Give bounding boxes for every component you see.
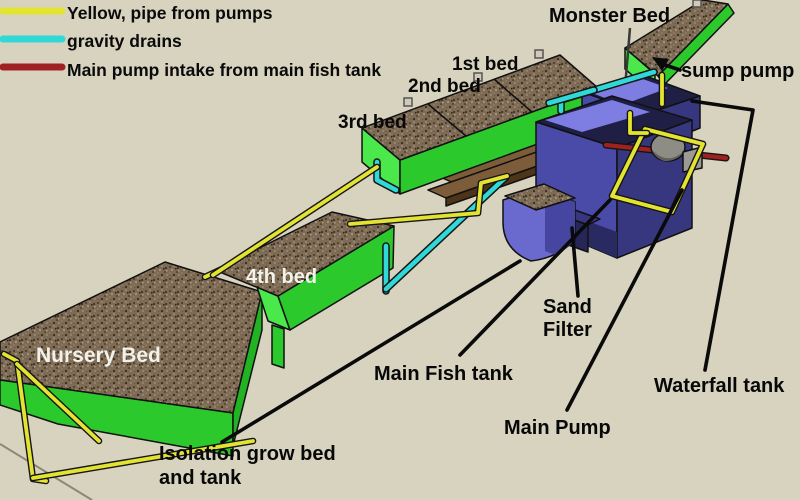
bed-brackets	[403, 0, 702, 107]
waterfall-tank-leader-line	[690, 99, 755, 372]
bed-1-label: 1st bed	[452, 54, 519, 75]
ground-edge-line	[0, 443, 93, 500]
isolation-leader-line	[220, 259, 522, 444]
gravity-drain-1st-bed	[546, 87, 597, 106]
monster-bed-label: Monster Bed	[549, 5, 670, 27]
pump-pipe-feed	[628, 111, 649, 135]
main-tank-inner-wall	[545, 100, 650, 132]
legend: Yellow, pipe from pumps gravity drains M…	[0, 3, 381, 80]
main-pump-shadow	[652, 150, 684, 162]
bed-divider-2-1	[493, 78, 533, 113]
pump-pipe-ground-run-left	[31, 439, 255, 480]
bracket-icon	[473, 72, 483, 82]
bed-4-label: 4th bed	[246, 266, 317, 288]
isolation-bed-gravel	[504, 183, 576, 211]
sump-pump-arrowhead	[652, 57, 669, 71]
pump-pipe-to-isolation-bed	[348, 174, 509, 226]
sand-filter-label-line1: Sand	[543, 296, 592, 318]
isolation-label-line2: and tank	[159, 467, 242, 489]
bracket-icon	[692, 0, 702, 8]
main-pump-leader-line	[565, 188, 684, 412]
component-labels: Monster Bed sump pump 1st bed 2nd bed 3r…	[36, 5, 794, 489]
bed-2-label: 2nd bed	[408, 76, 481, 97]
pump-pipe-nursery-brace	[15, 362, 101, 443]
bracket-icon	[403, 97, 413, 107]
leader-lines	[220, 57, 755, 444]
legend-red-label: Main pump intake from main fish tank	[67, 60, 381, 80]
isolation-tank-shape	[502, 183, 576, 262]
main-fish-tank-label: Main Fish tank	[374, 363, 514, 385]
sand-filter-label-line2: Filter	[543, 319, 592, 341]
isolation-tank-side	[545, 190, 575, 256]
sand-filter-leader-line	[570, 226, 580, 298]
legend-yellow-label: Yellow, pipe from pumps	[67, 3, 273, 23]
monster-bed-gravel	[624, 0, 729, 77]
main-fish-tank-leader-line	[458, 198, 612, 357]
fourth-bed-leg	[271, 324, 285, 369]
main-pump-label: Main Pump	[504, 417, 611, 439]
fourth-bed	[214, 211, 395, 369]
bed-3-label: 3rd bed	[338, 112, 407, 133]
gravity-drain-isolation-run	[383, 174, 509, 292]
bed-divider-3-2	[427, 103, 467, 137]
pump-pipe-to-3rd-bed	[211, 165, 379, 277]
isolation-label-line1: Isolation grow bed	[159, 443, 336, 465]
sump-pump-label: sump pump	[681, 60, 794, 82]
legend-cyan-label: gravity drains	[67, 31, 182, 51]
nursery-bed	[0, 261, 263, 457]
nursery-bed-label: Nursery Bed	[36, 344, 161, 367]
bracket-icon	[534, 49, 544, 59]
waterfall-tank-label: Waterfall tank	[654, 375, 785, 397]
fourth-bed-gravel	[214, 211, 395, 297]
